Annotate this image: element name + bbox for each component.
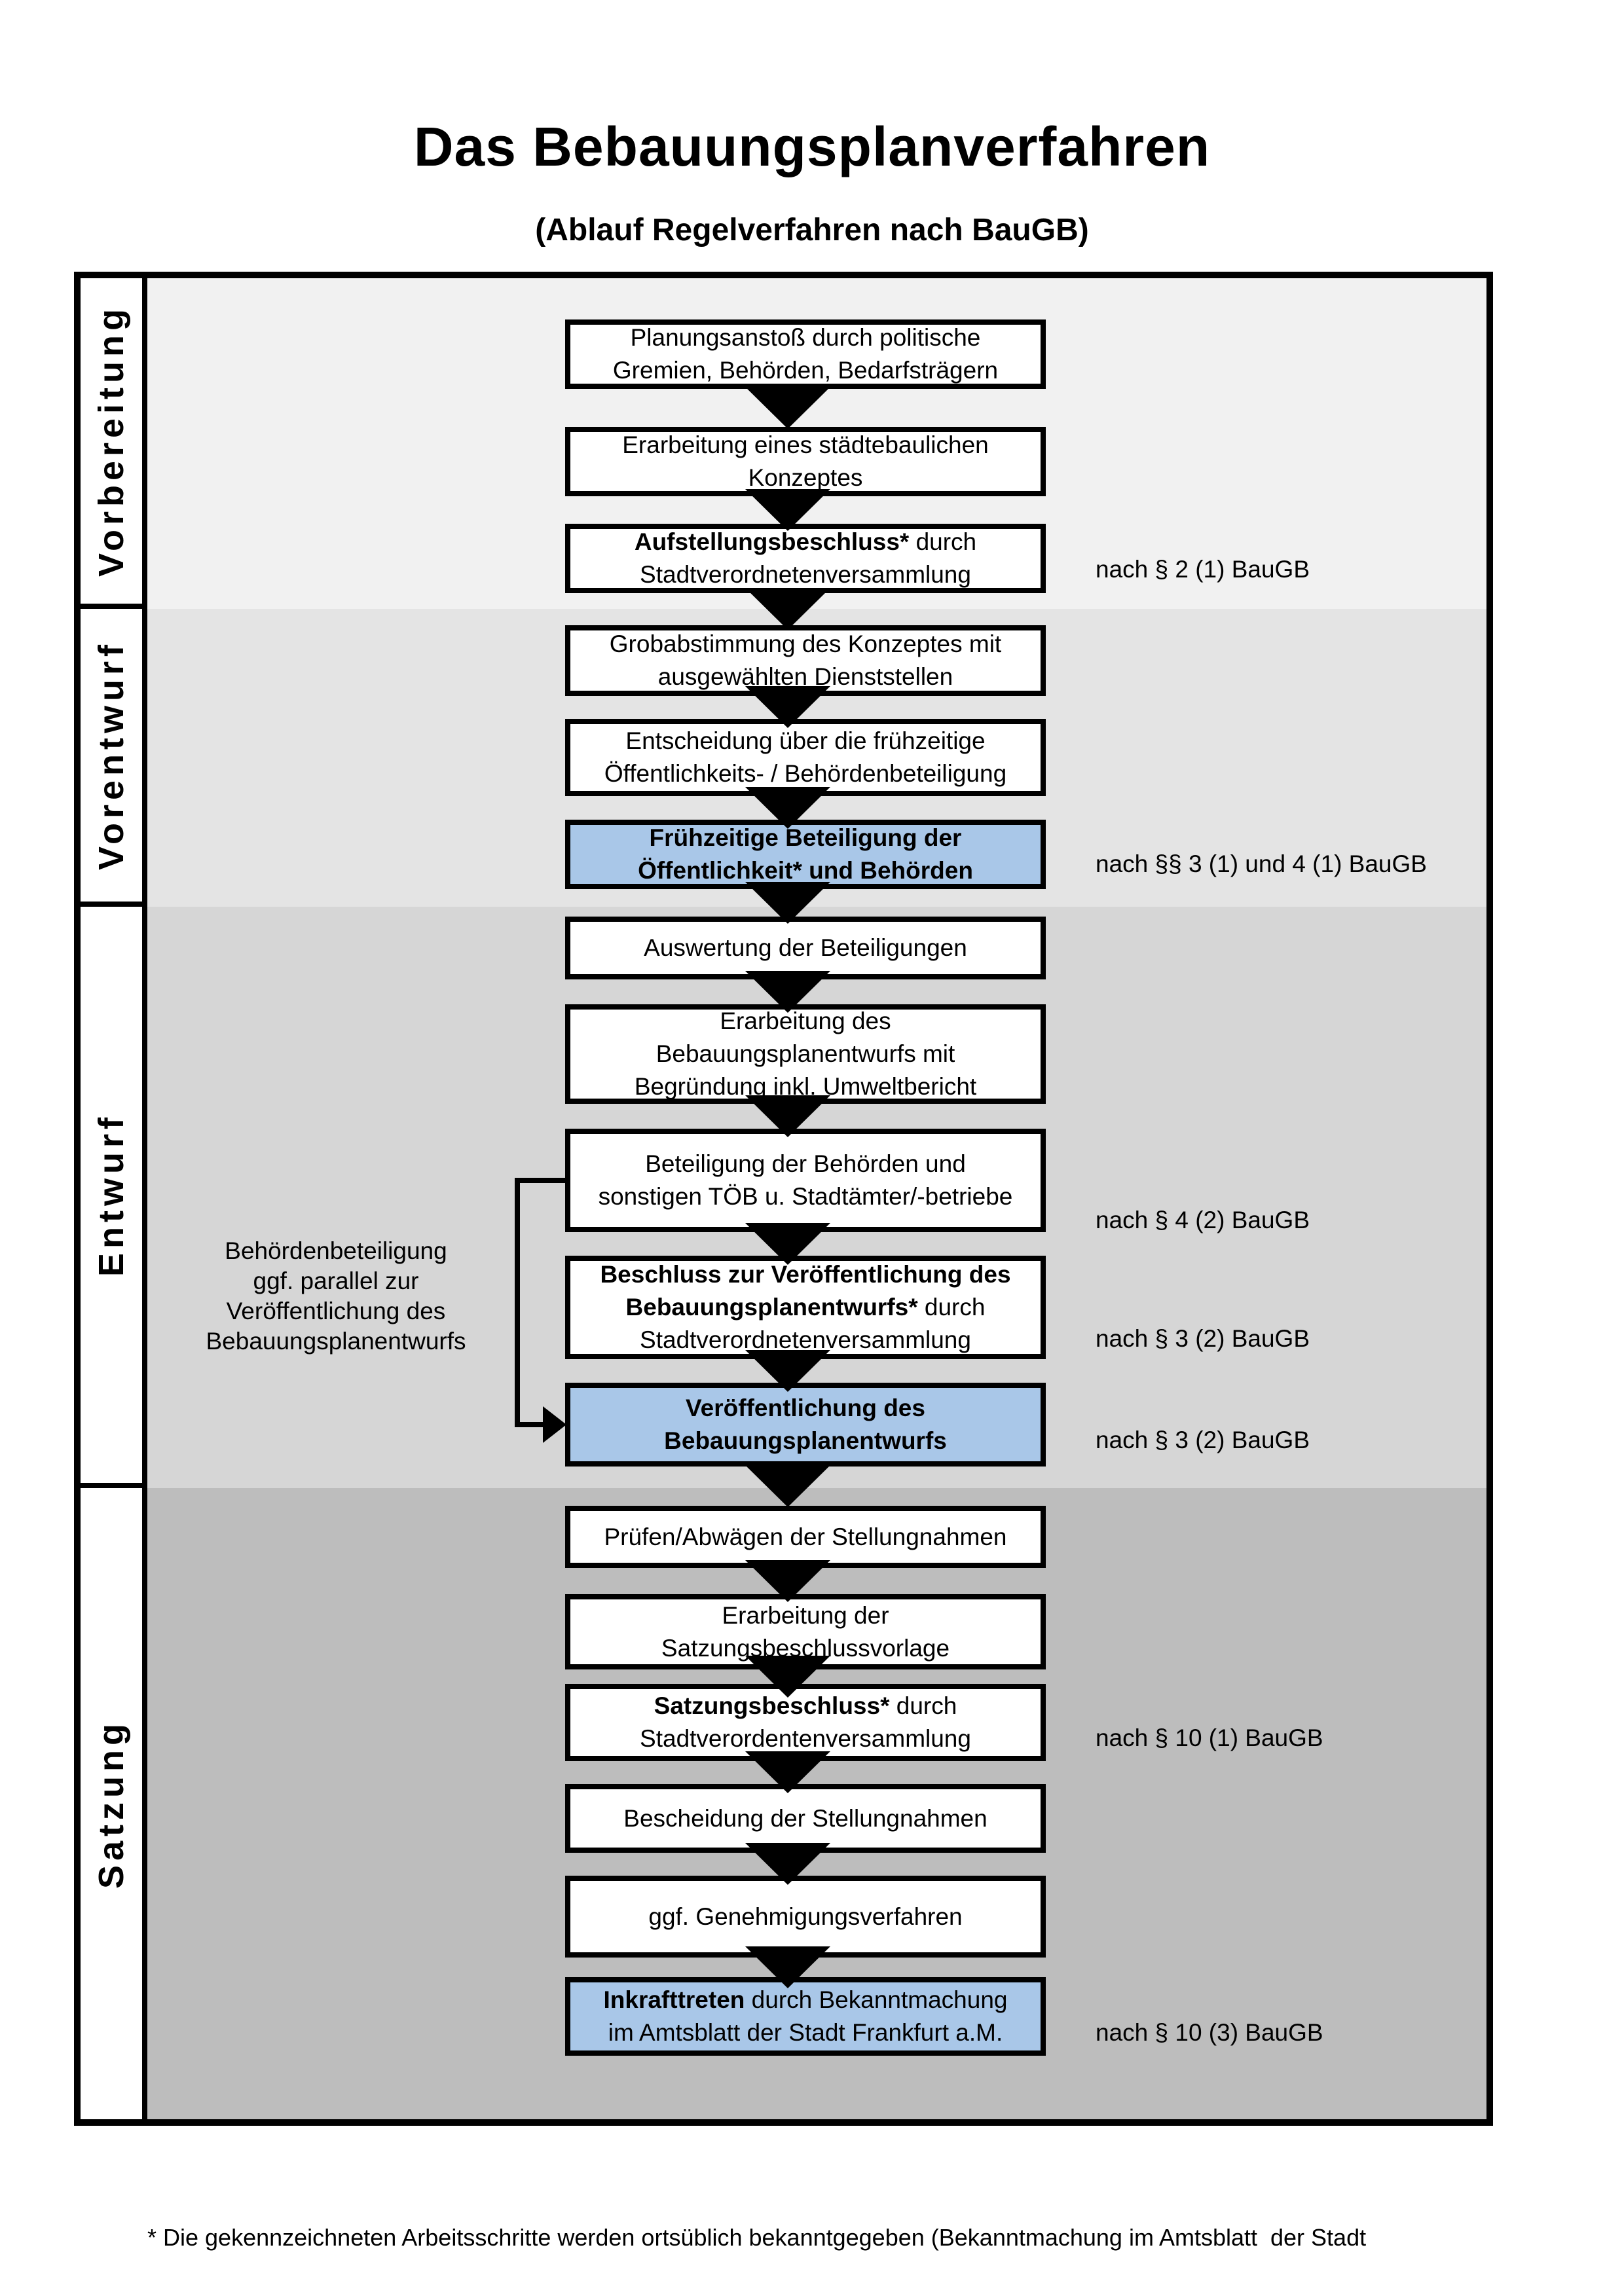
flow-box-inkrafttreten: Inkrafttreten durch Bekanntmachung im Am… [565,1977,1046,2056]
flow-arrow-down [745,971,830,1013]
page-subtitle: (Ablauf Regelverfahren nach BauGB) [535,213,1089,247]
legal-reference: nach § 10 (1) BauGB [1096,1724,1323,1751]
bebauungsplan-flowchart: Vorbereitung Vorentwurf Entwurf Satzung … [74,272,1493,2126]
phase-label-entwurf: Entwurf [92,1113,131,1277]
flow-box-fruehzeitige-beteiligung: Frühzeitige Beteiligung der Öffentlichke… [565,820,1046,889]
bracket-connector-top [515,1178,565,1183]
flow-arrow-down [745,1465,830,1507]
flow-box-planungsanstoss: Planungsanstoß durch politische Gremien,… [565,319,1046,389]
flow-arrow-down [745,1843,830,1885]
flow-box-beschluss-veroeffentlichung: Beschluss zur Veröffentlichung des Bebau… [565,1256,1046,1359]
legal-reference: nach § 2 (1) BauGB [1096,556,1310,583]
flow-arrow-down [745,588,830,630]
phase-label-satzung: Satzung [92,1719,131,1889]
flow-arrow-down [745,1223,830,1265]
flow-box-behoerdenbeteiligung: Beteiligung der Behörden und sonstigen T… [565,1129,1046,1232]
flow-arrow-down [745,1946,830,1988]
legal-reference: nach §§ 3 (1) und 4 (1) BauGB [1096,850,1427,877]
flow-arrow-down [745,1350,830,1392]
flow-arrow-down [745,1095,830,1137]
legal-reference: nach § 3 (2) BauGB [1096,1427,1310,1453]
flow-box-erarbeitung-entwurf: Erarbeitung des Bebauungsplanentwurfs mi… [565,1004,1046,1104]
flow-box-pruefen-abwaegen: Prüfen/Abwägen der Stellungnahmen [565,1506,1046,1568]
flow-box-aufstellungsbeschluss: Aufstellungsbeschluss* durch Stadtverord… [565,524,1046,593]
flow-arrow-down [745,1656,830,1698]
flow-arrow-down [745,387,830,429]
flow-arrow-down [745,1751,830,1793]
page-title: Das Bebauungsplanverfahren [413,116,1211,177]
legal-reference: nach § 4 (2) BauGB [1096,1207,1310,1233]
flow-box-entscheidung-beteiligung: Entscheidung über die frühzeitige Öffent… [565,719,1046,796]
footnote: * Die gekennzeichneten Arbeitsschritte w… [147,2224,1367,2251]
flow-arrow-down [745,1560,830,1602]
flow-arrow-down [745,489,830,531]
phase-label-cell-vorentwurf: Vorentwurf [81,609,147,907]
phase-label-cell-vorbereitung: Vorbereitung [81,278,147,609]
flow-box-grobabstimmung: Grobabstimmung des Konzeptes mit ausgewä… [565,625,1046,696]
flow-arrow-down [745,686,830,728]
bracket-connector-bottom [515,1422,551,1427]
flow-arrow-down [745,787,830,829]
phase-label-cell-entwurf: Entwurf [81,907,147,1488]
flow-box-auswertung: Auswertung der Beteiligungen [565,917,1046,979]
phase-label-vorbereitung: Vorbereitung [92,304,131,577]
legal-reference: nach § 3 (2) BauGB [1096,1325,1310,1352]
legal-reference: nach § 10 (3) BauGB [1096,2019,1323,2046]
parallel-participation-annotation: Behördenbeteiligung ggf. parallel zur Ve… [206,1237,466,1355]
phase-label-cell-satzung: Satzung [81,1488,147,2119]
bracket-arrow-right-icon [543,1406,566,1443]
flow-box-veroeffentlichung: Veröffentlichung des Bebauungsplanentwur… [565,1383,1046,1467]
flow-box-staedtebauliches-konzept: Erarbeitung eines städtebaulichen Konzep… [565,427,1046,496]
phase-label-vorentwurf: Vorentwurf [92,640,131,870]
flow-box-genehmigungsverfahren: ggf. Genehmigungsverfahren [565,1876,1046,1958]
flow-arrow-down [745,882,830,924]
bracket-connector-line [515,1178,520,1427]
